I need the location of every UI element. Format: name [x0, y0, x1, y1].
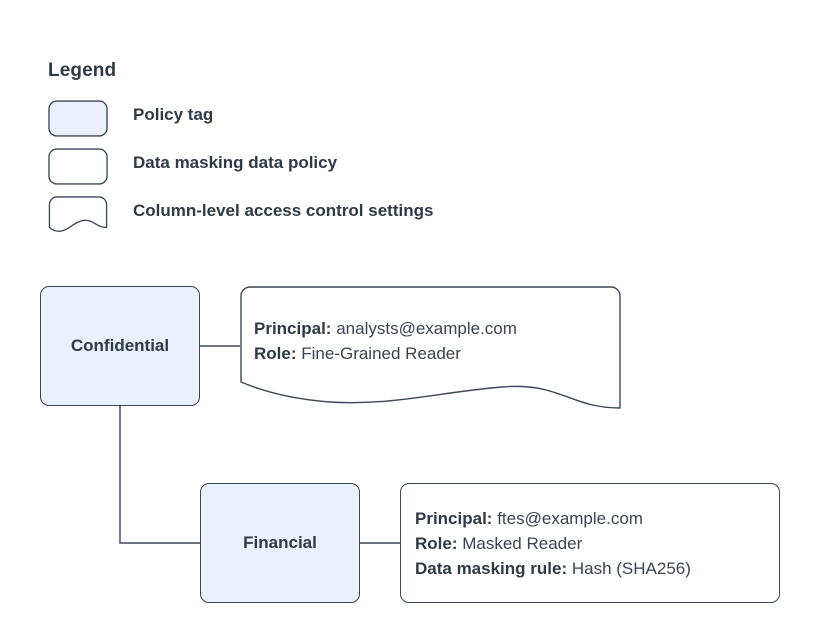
- confidential-principal-value: analysts@example.com: [336, 319, 517, 338]
- legend-item-label-policy-tag: Policy tag: [133, 105, 214, 124]
- financial-masking-rule-key: Data masking rule:: [415, 558, 568, 578]
- policy-tag-swatch: [48, 100, 108, 137]
- financial-principal-value: ftes@example.com: [497, 508, 643, 528]
- confidential-principal-line: Principal: analysts@example.com: [254, 316, 622, 341]
- financial-data-masking-box[interactable]: Principal: ftes@example.com Role: Masked…: [400, 483, 780, 603]
- node-financial[interactable]: Financial: [200, 483, 360, 603]
- node-confidential[interactable]: Confidential: [40, 286, 200, 406]
- node-financial-label: Financial: [243, 533, 317, 552]
- confidential-access-control-box[interactable]: Principal: analysts@example.com Role: Fi…: [240, 286, 622, 410]
- confidential-role-value: Fine-Grained Reader: [301, 344, 461, 363]
- financial-role-key: Role:: [415, 533, 458, 553]
- financial-role-value: Masked Reader: [462, 533, 583, 553]
- confidential-role-key: Role:: [254, 344, 297, 363]
- financial-principal-key: Principal:: [415, 508, 493, 528]
- financial-principal-line: Principal: ftes@example.com: [415, 506, 779, 531]
- node-confidential-label: Confidential: [70, 336, 170, 355]
- legend-item-label-data-masking: Data masking data policy: [133, 153, 338, 172]
- financial-role-line: Role: Masked Reader: [415, 531, 779, 556]
- data-masking-swatch: [48, 148, 108, 185]
- financial-masking-rule-value: Hash (SHA256): [571, 558, 691, 578]
- financial-masking-rule-line: Data masking rule: Hash (SHA256): [415, 556, 779, 581]
- confidential-principal-key: Principal:: [254, 319, 332, 338]
- edge-confidential-to-financial: [119, 406, 200, 544]
- legend-item-label-column-access: Column-level access control settings: [133, 201, 434, 220]
- legend-title: Legend: [48, 60, 117, 81]
- column-access-swatch: [48, 196, 108, 232]
- confidential-role-line: Role: Fine-Grained Reader: [254, 341, 622, 366]
